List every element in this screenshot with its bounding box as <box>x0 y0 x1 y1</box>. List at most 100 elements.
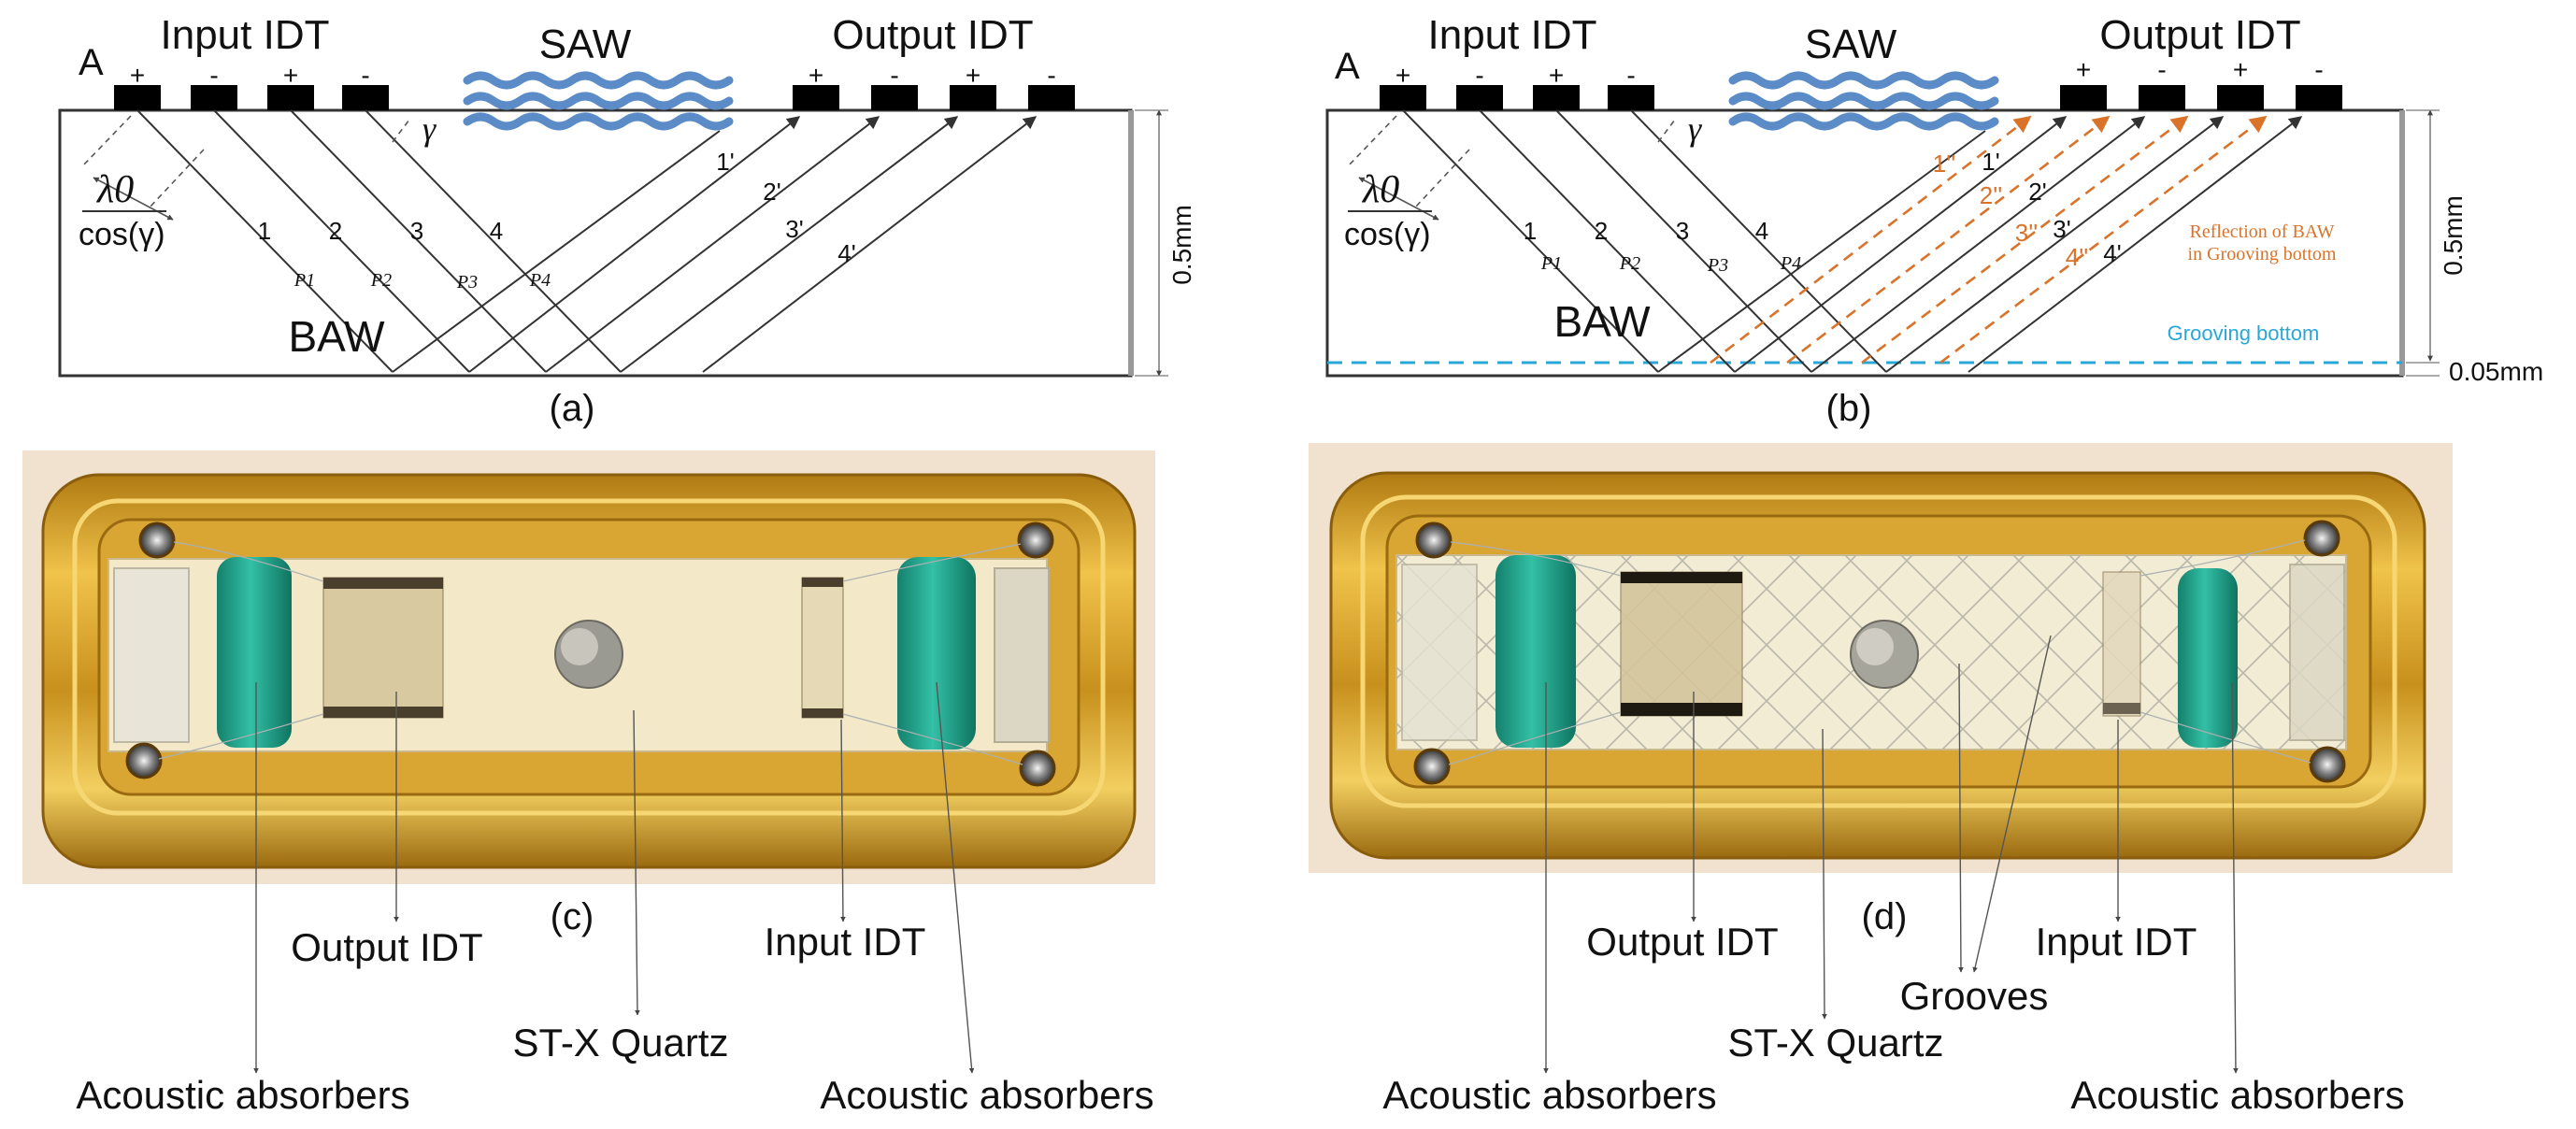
polarity-a-3: + <box>283 61 298 90</box>
quartz-label-d: ST-X Quartz <box>1727 1021 1943 1065</box>
ray-out-label-a-2: 2' <box>763 178 780 206</box>
ray-reflect-label-b-1: 1'' <box>1933 150 1955 178</box>
ray-label-a-4: 4 <box>490 217 503 245</box>
ray-label-a-3: 3 <box>410 217 423 245</box>
cos-gamma-label-a: cos(γ) <box>79 217 165 252</box>
polarity-a-5: + <box>809 61 823 90</box>
input-idt-c <box>801 577 844 719</box>
ray-label-b-3: 3 <box>1676 217 1689 245</box>
saw-wave-b <box>1728 71 1999 131</box>
absorber-c-right <box>897 557 976 750</box>
polarity-b-2: - <box>1475 61 1483 90</box>
polarity-a-2: - <box>209 61 218 90</box>
polarity-b-4: - <box>1626 61 1635 90</box>
electrode-a-in-1 <box>114 85 161 110</box>
caption-b: (b) <box>1826 388 1872 429</box>
baw-label-b: BAW <box>1553 297 1651 346</box>
electrode-b-in-4 <box>1608 85 1654 110</box>
absorbers-left-label-c: Acoustic absorbers <box>76 1073 409 1117</box>
panel-c: Output IDT (c) Input IDT ST-X Quartz Aco… <box>22 450 1155 1117</box>
input-idt-label-b: Input IDT <box>1428 12 1597 58</box>
ray-label-b-4: 4 <box>1755 217 1768 245</box>
ray-out-label-b-2: 2' <box>2028 178 2046 206</box>
electrode-b-in-2 <box>1456 85 1503 110</box>
substrate-a <box>58 108 1133 378</box>
lambda-construction-b <box>1347 115 1676 221</box>
path-label-b-2: P2 <box>1619 253 1640 274</box>
output-idt-label-d: Output IDT <box>1586 920 1778 964</box>
baw-label-a: BAW <box>288 312 385 361</box>
input-idt-d <box>2102 571 2141 717</box>
panel-a: + - + - + - + - A Input IDT Output IDT S… <box>58 12 1196 429</box>
ray-reflect-label-b-4: 4'' <box>2066 243 2088 271</box>
polarity-a-1: + <box>130 61 145 90</box>
absorbers-right-label-c: Acoustic absorbers <box>820 1073 1153 1117</box>
ray-label-b-1: 1 <box>1524 217 1537 245</box>
ray-out-label-a-4: 4' <box>837 239 855 267</box>
ray-label-a-1: 1 <box>258 217 271 245</box>
gamma-label-a: γ <box>422 110 436 148</box>
input-idt-label-a: Input IDT <box>161 12 330 58</box>
baw-rays-b <box>1402 109 2303 373</box>
absorber-d-left <box>1496 555 1576 748</box>
polarity-a-7: + <box>966 61 980 90</box>
output-idt-label-b: Output IDT <box>2099 12 2300 58</box>
polarity-a-6: - <box>890 61 898 90</box>
ray-reflect-label-b-3: 3'' <box>2015 219 2038 247</box>
groove-depth-label-b: 0.05mm <box>2449 357 2543 386</box>
path-label-b-1: P1 <box>1540 253 1562 274</box>
panel-b: + - + - + - + - A Input IDT Output IDT S… <box>1325 12 2543 429</box>
ray-label-b-2: 2 <box>1595 217 1608 245</box>
reflection-note-line2: in Grooving bottom <box>2188 244 2337 264</box>
point-label-b: A <box>1335 46 1360 87</box>
ray-out-label-a-3: 3' <box>785 215 803 243</box>
caption-c: (c) <box>551 896 594 937</box>
panel-d: Output IDT (d) Input IDT Grooves ST-X Qu… <box>1309 443 2453 1117</box>
electrode-a-out-1 <box>793 85 839 110</box>
electrode-b-out-3 <box>2217 85 2264 110</box>
absorber-d-right <box>2178 568 2238 748</box>
ray-reflect-label-b-2: 2'' <box>1980 181 2002 209</box>
input-idt-label-c: Input IDT <box>765 920 926 964</box>
electrode-b-out-2 <box>2139 85 2185 110</box>
polarity-b-7: + <box>2233 55 2248 84</box>
electrode-a-out-4 <box>1028 85 1075 110</box>
point-label-a: A <box>79 42 104 83</box>
path-label-a-3: P3 <box>456 272 478 293</box>
quartz-label-c: ST-X Quartz <box>512 1021 728 1065</box>
polarity-b-8: - <box>2314 55 2323 84</box>
saw-label-b: SAW <box>1805 21 1897 67</box>
grooving-bottom-label: Grooving bottom <box>2168 322 2320 345</box>
output-idt-label-a: Output IDT <box>832 12 1033 58</box>
electrode-b-out-4 <box>2296 85 2342 110</box>
output-idt-c <box>322 577 444 719</box>
caption-a: (a) <box>550 388 595 429</box>
electrode-a-out-3 <box>950 85 996 110</box>
ray-out-label-a-1: 1' <box>716 148 734 176</box>
electrode-a-in-2 <box>191 85 237 110</box>
polarity-b-6: - <box>2157 55 2166 84</box>
absorbers-right-label-d: Acoustic absorbers <box>2070 1073 2404 1117</box>
grooves-label-d: Grooves <box>1900 974 2049 1018</box>
output-idt-d <box>1620 571 1743 717</box>
absorbers-left-label-d: Acoustic absorbers <box>1382 1073 1716 1117</box>
saw-label-a: SAW <box>539 21 632 67</box>
ray-out-label-b-4: 4' <box>2103 239 2121 267</box>
polarity-a-8: - <box>1047 61 1055 90</box>
caption-d: (d) <box>1862 896 1908 937</box>
thickness-label-b: 0.5mm <box>2439 195 2468 276</box>
gamma-label-b: γ <box>1688 110 1702 148</box>
electrode-a-in-3 <box>267 85 314 110</box>
absorber-c-left <box>217 557 292 748</box>
electrode-b-out-1 <box>2060 85 2107 110</box>
electrode-b-in-1 <box>1380 85 1426 110</box>
path-label-b-4: P4 <box>1780 253 1801 274</box>
electrode-b-in-3 <box>1533 85 1580 110</box>
lambda-label-b: λ0 <box>1361 168 1399 211</box>
path-label-a-1: P1 <box>293 270 315 291</box>
reflection-note-line1: Reflection of BAW <box>2189 222 2334 242</box>
lambda-label-a: λ0 <box>95 168 134 211</box>
path-label-b-3: P3 <box>1707 255 1728 276</box>
thickness-label-a: 0.5mm <box>1167 205 1196 285</box>
